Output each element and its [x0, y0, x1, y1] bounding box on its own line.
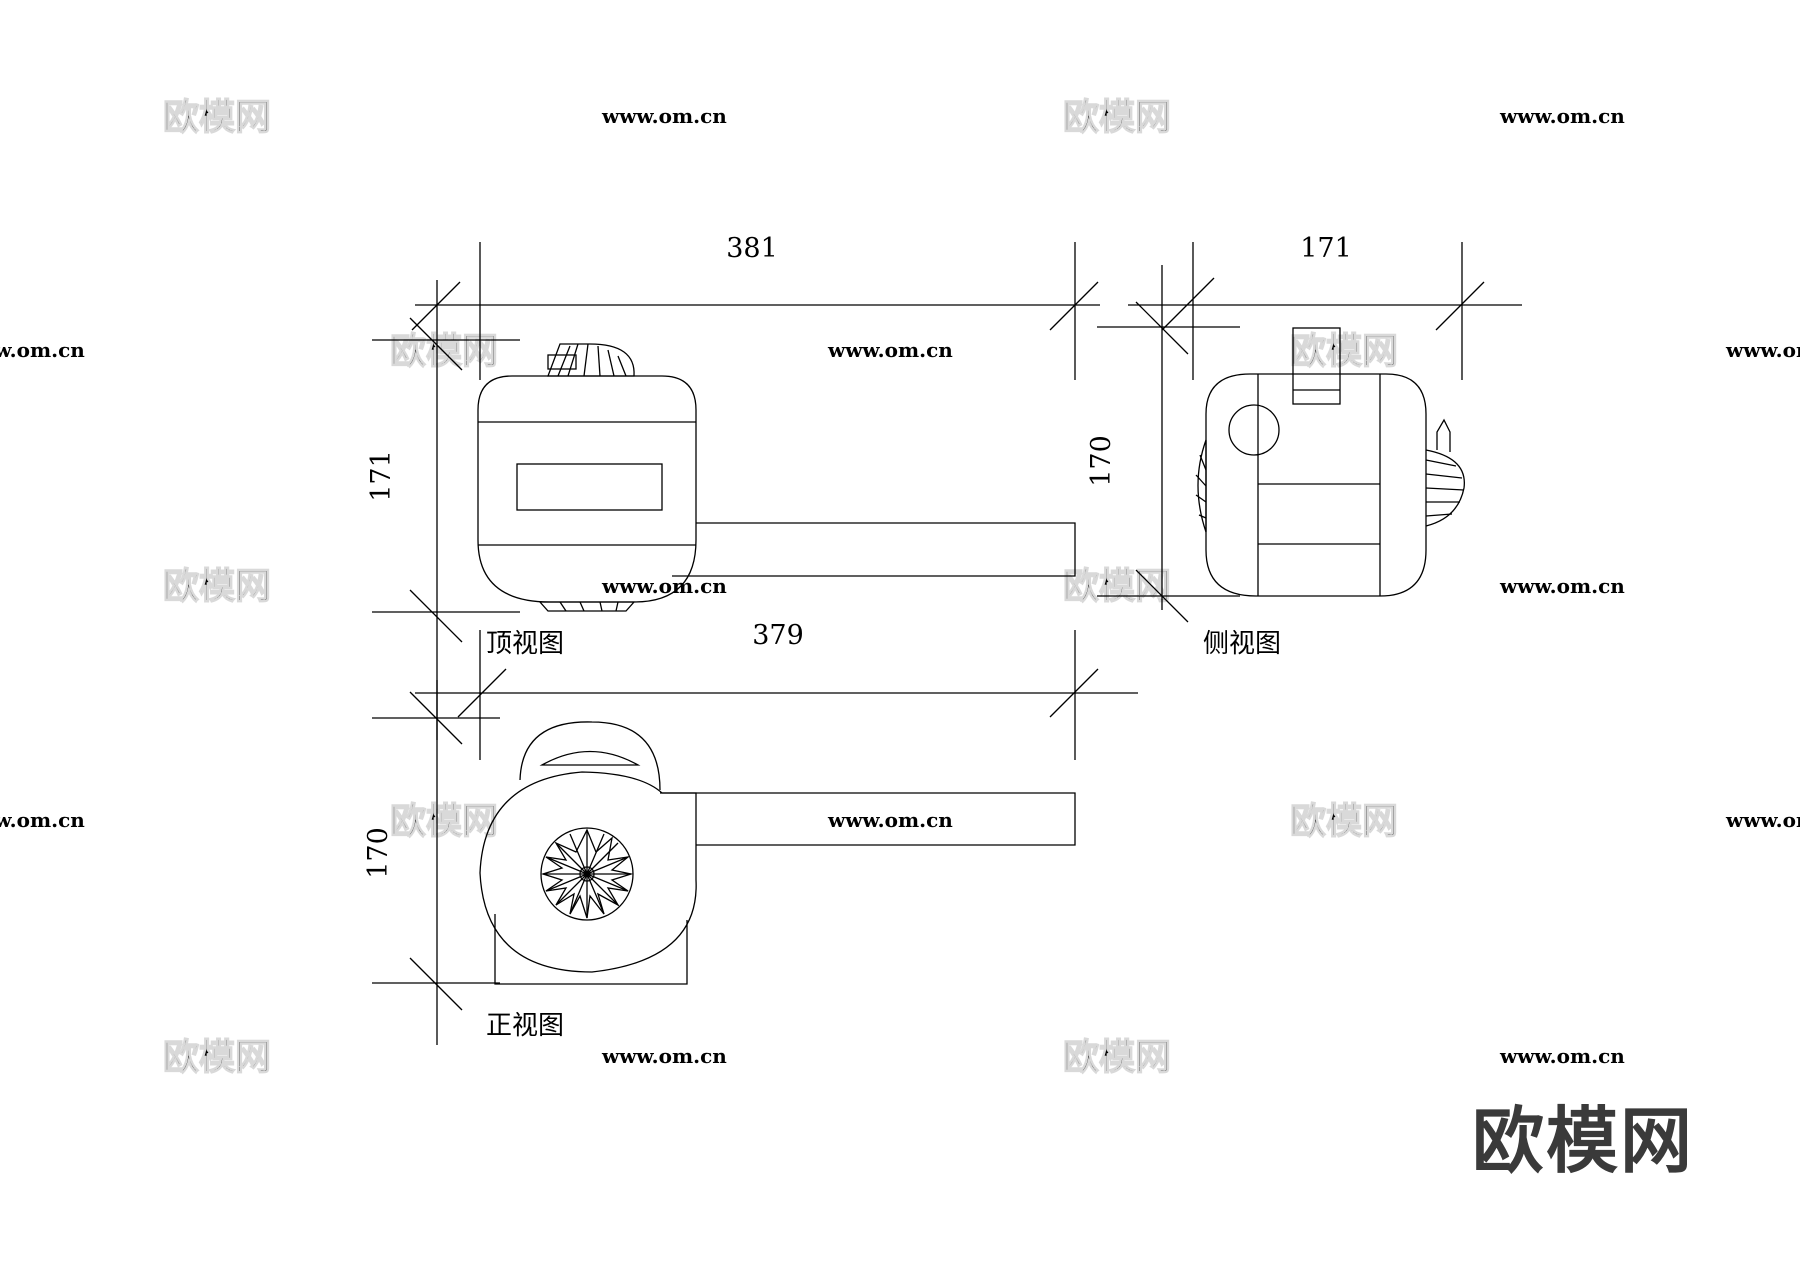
top-view-window: [516, 463, 663, 511]
side-left-fan: [1195, 439, 1207, 533]
side-width-dimension: 171: [1300, 233, 1352, 264]
top-view-switch: [547, 354, 577, 370]
top-view-caption: 顶视图: [486, 629, 564, 659]
top-height-dimension: 171: [366, 450, 397, 502]
watermark-url: www.om.cn: [1499, 574, 1625, 598]
front-width-dimension: 379: [752, 620, 804, 651]
side-view-caption: 侧视图: [1203, 629, 1281, 659]
side-view: 171 170 侧视图: [1086, 233, 1522, 659]
top-view: 381 171 顶视图: [366, 233, 1100, 740]
brand-logo: 欧模网: [1471, 1099, 1694, 1183]
side-height-dimension: 170: [1086, 435, 1117, 487]
front-view-base: [494, 914, 688, 985]
watermark-url: www.om.cn: [827, 808, 953, 832]
watermark-logo: 欧模网: [1290, 330, 1398, 372]
watermark-url: www.om.cn: [827, 338, 953, 362]
front-view-impeller: [540, 827, 634, 921]
front-view-dimensions: [372, 630, 1138, 1045]
watermark-url: www.om.cn: [1499, 104, 1625, 128]
front-view-caption: 正视图: [486, 1011, 564, 1041]
side-view-dimensions: [1097, 242, 1522, 623]
watermark-logo: 欧模网: [1063, 96, 1171, 138]
watermark-url: www.om.cn: [1725, 338, 1800, 362]
front-view: 379 170: [363, 620, 1138, 1045]
top-view-nozzle: [672, 522, 1076, 577]
watermark-url: www.om.cn: [0, 808, 85, 832]
top-width-dimension: 381: [726, 233, 778, 264]
watermark-layer: 欧模网 www.om.cn 欧模网 www.om.cn www.om.cn 欧模…: [0, 95, 1800, 1078]
top-fan-grill: [547, 343, 635, 377]
front-view-nozzle: [660, 792, 1076, 846]
watermark-logo: 欧模网: [1063, 1036, 1171, 1078]
watermark-url: www.om.cn: [601, 104, 727, 128]
watermark-logo: 欧模网: [390, 800, 498, 842]
watermark-logo: 欧模网: [163, 565, 271, 607]
side-right-fan: [1425, 418, 1465, 527]
watermark-logo: 欧模网: [1063, 565, 1171, 607]
side-view-body: [1205, 373, 1427, 597]
watermark-url: www.om.cn: [1725, 808, 1800, 832]
watermark-url: www.om.cn: [601, 1044, 727, 1068]
watermark-logo: 欧模网: [163, 1036, 271, 1078]
side-view-handle: [1292, 327, 1341, 405]
top-view-body: [477, 375, 697, 603]
watermark-url: www.om.cn: [601, 574, 727, 598]
bottom-fan-grill: [538, 601, 636, 612]
side-view-port: [1228, 404, 1280, 456]
watermark-logo: 欧模网: [163, 96, 271, 138]
watermark-url: www.om.cn: [0, 338, 85, 362]
top-view-dimensions: [372, 242, 1100, 740]
front-view-housing: [479, 771, 697, 973]
watermark-logo: 欧模网: [390, 330, 498, 372]
watermark-logo: 欧模网: [1290, 800, 1398, 842]
front-view-handle: [519, 721, 661, 791]
front-height-dimension: 170: [363, 827, 394, 879]
watermark-url: www.om.cn: [1499, 1044, 1625, 1068]
